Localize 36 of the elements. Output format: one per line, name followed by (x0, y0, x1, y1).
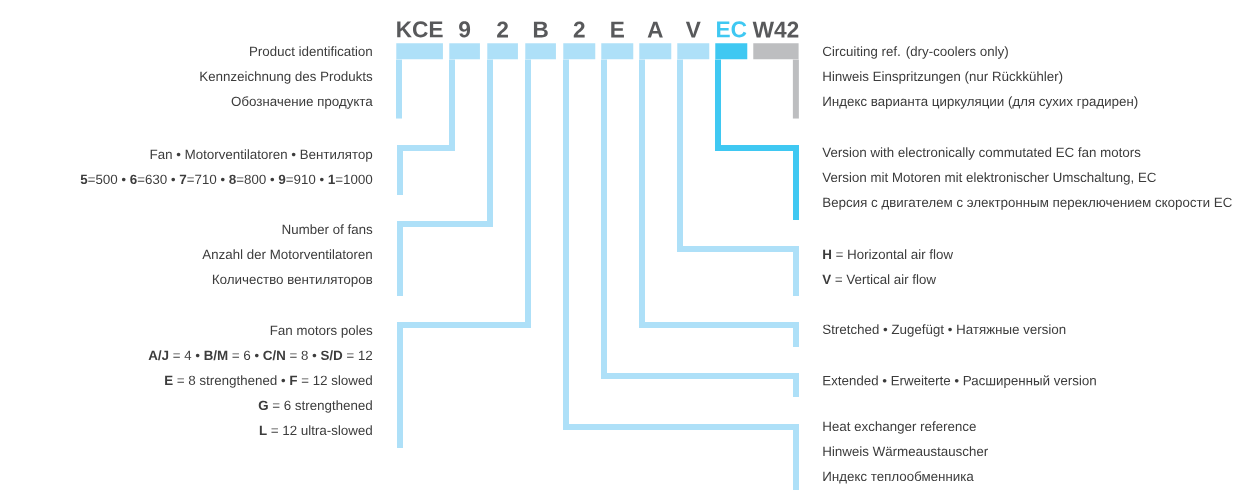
node-label: EC (717, 21, 747, 38)
description-text: Extended • Erweiterte • Расширенный version (823, 375, 1096, 388)
description-text: Fan • Motorventilatoren • Вентилятор 5=500 • 6=630 • 7=710 • 8=800 • 9=910 • 1=1000 (80, 149, 373, 185)
connector-line (397, 59, 455, 195)
connector-line (563, 59, 799, 490)
description-text: Version with electronically commutated EC fan motors Version mit Motoren mit elektronischer Umschaltung, EC Версия с двигателем с электронным переключением скорости EC (822, 147, 1232, 210)
code-segment: V (677, 21, 710, 60)
code-segment: E (601, 21, 634, 60)
description-text: Number of fans Anzahl der Motorventilatoren Количество вентиляторов (202, 224, 373, 287)
description-text: Circuiting ref. (dry-coolers only) Hinweis Einspritzungen (nur Rückkühler) Индекс варианта циркуляции (для сухих градирен) (822, 46, 1138, 109)
code-segment: W42 (752, 21, 799, 60)
description-text: Product identification Kennzeichnung des Produkts Обозначение продукта (200, 46, 373, 109)
description-text: Fan motors poles A/J = 4 • B/M = 6 • C/N = 8 • S/D = 12 E = 8 strengthened • F = 12 slowed G = 6 strengthened L = 12 ultra-slowed (148, 325, 373, 436)
node-label: E (611, 21, 624, 38)
node-label: 2 (497, 21, 508, 38)
node-label: W42 (752, 21, 799, 38)
code-segment: 9 (449, 21, 480, 60)
description-text: Stretched • Zugefügt • Натяжные version (822, 324, 1066, 337)
code-segment: 2 (487, 21, 518, 60)
description-text: H = Horizontal air flow V = Vertical air flow (822, 249, 954, 285)
code-segment: KCE (396, 21, 443, 60)
code-segment: B (525, 21, 556, 60)
connector-line (677, 59, 799, 296)
connector-line (397, 59, 493, 296)
connector-line (792, 59, 799, 119)
node-label: KCE (397, 21, 443, 38)
node-label: A (647, 21, 663, 38)
connector-line (396, 59, 402, 119)
node-label: 9 (459, 21, 471, 38)
node-label: 2 (573, 21, 585, 38)
description-text: Heat exchanger reference Hinweis Wärmeaustauscher Индекс теплообменника (823, 421, 988, 484)
code-segment: EC (715, 21, 748, 60)
code-segment: 2 (563, 21, 596, 60)
node-label: B (533, 21, 548, 38)
node-label: V (685, 21, 701, 38)
code-segment: A (639, 21, 672, 60)
